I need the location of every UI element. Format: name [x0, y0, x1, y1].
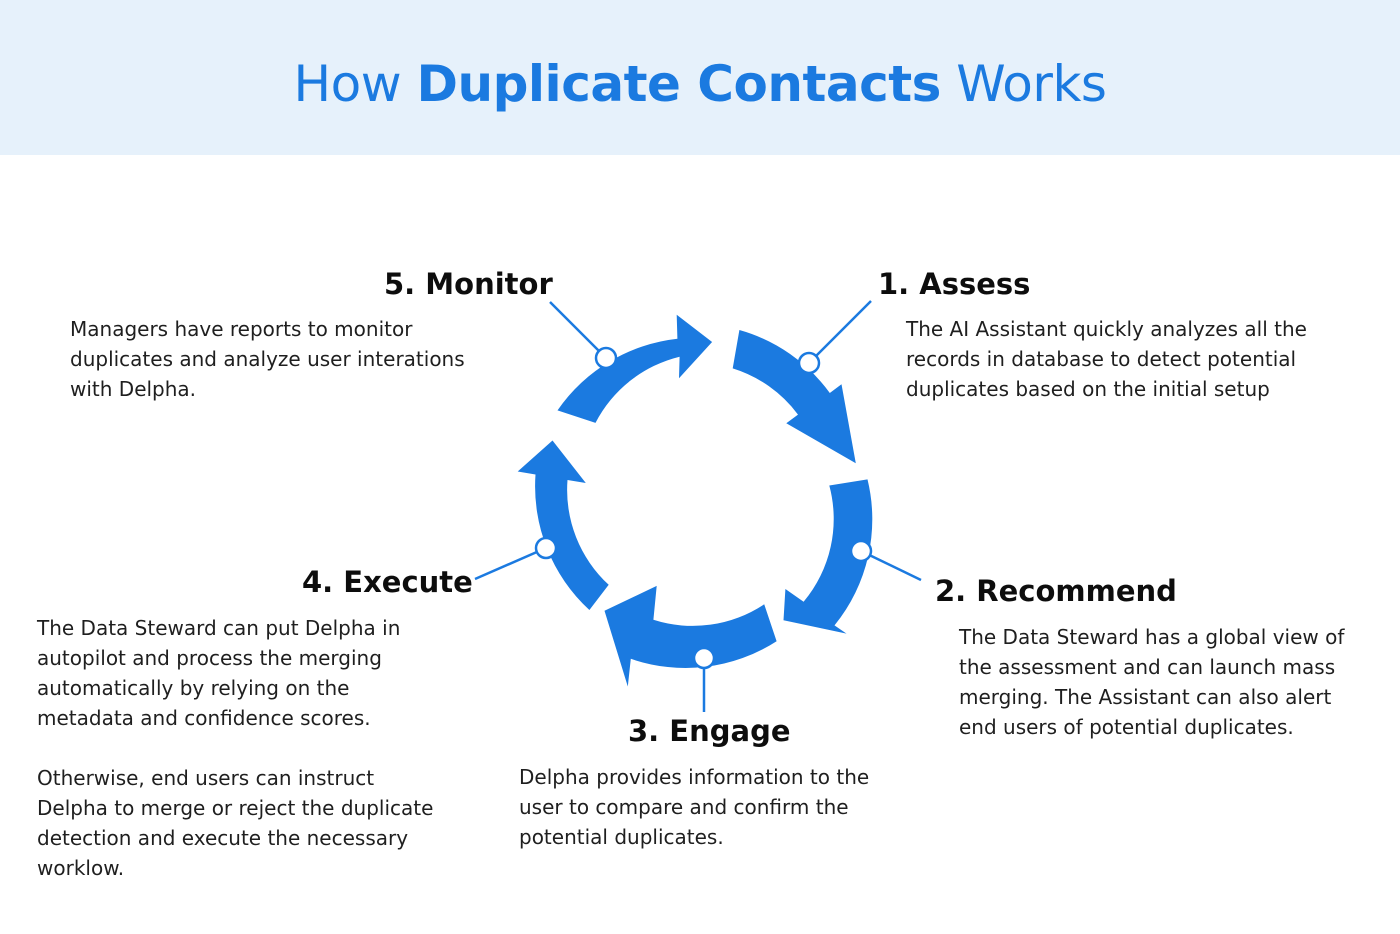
step-description-assess: The AI Assistant quickly analyzes all th… — [906, 317, 1307, 401]
header-banner — [0, 0, 1400, 155]
page-title: How Duplicate Contacts Works — [0, 52, 1400, 116]
cycle-arrow-execute — [517, 440, 609, 610]
step-description-recommend: The Data Steward has a global view of th… — [959, 625, 1345, 739]
connector-dot-execute — [534, 536, 558, 560]
title-strong: Duplicate Contacts — [416, 55, 942, 113]
step-title-engage: 3. Engage — [628, 714, 791, 748]
step-description-execute-2: Otherwise, end users can instruct Delpha… — [37, 766, 434, 880]
cycle-arrow-monitor — [557, 314, 713, 423]
connector-dot-engage — [692, 646, 716, 670]
cycle-arrow-assess — [732, 330, 856, 464]
step-description-monitor: Managers have reports to monitor duplica… — [70, 317, 465, 401]
cycle-arrow-recommend — [783, 479, 873, 634]
connector-dot-recommend — [849, 539, 873, 563]
step-description-engage: Delpha provides information to the user … — [519, 765, 870, 849]
step-description-execute: The Data Steward can put Delpha in autop… — [37, 616, 401, 730]
connector-line-execute — [474, 546, 547, 581]
connector-dot-monitor — [594, 346, 618, 370]
step-title-assess: 1. Assess — [878, 267, 1031, 301]
connector-line-monitor — [549, 301, 607, 359]
step-title-recommend: 2. Recommend — [935, 574, 1177, 608]
title-prefix: How — [293, 55, 402, 113]
step-title-execute: 4. Execute — [302, 565, 473, 599]
connector-line-assess — [808, 300, 872, 364]
step-title-monitor: 5. Monitor — [384, 267, 553, 301]
connector-dot-assess — [797, 351, 821, 375]
cycle-arrow-engage — [604, 585, 777, 687]
title-suffix: Works — [956, 55, 1107, 113]
